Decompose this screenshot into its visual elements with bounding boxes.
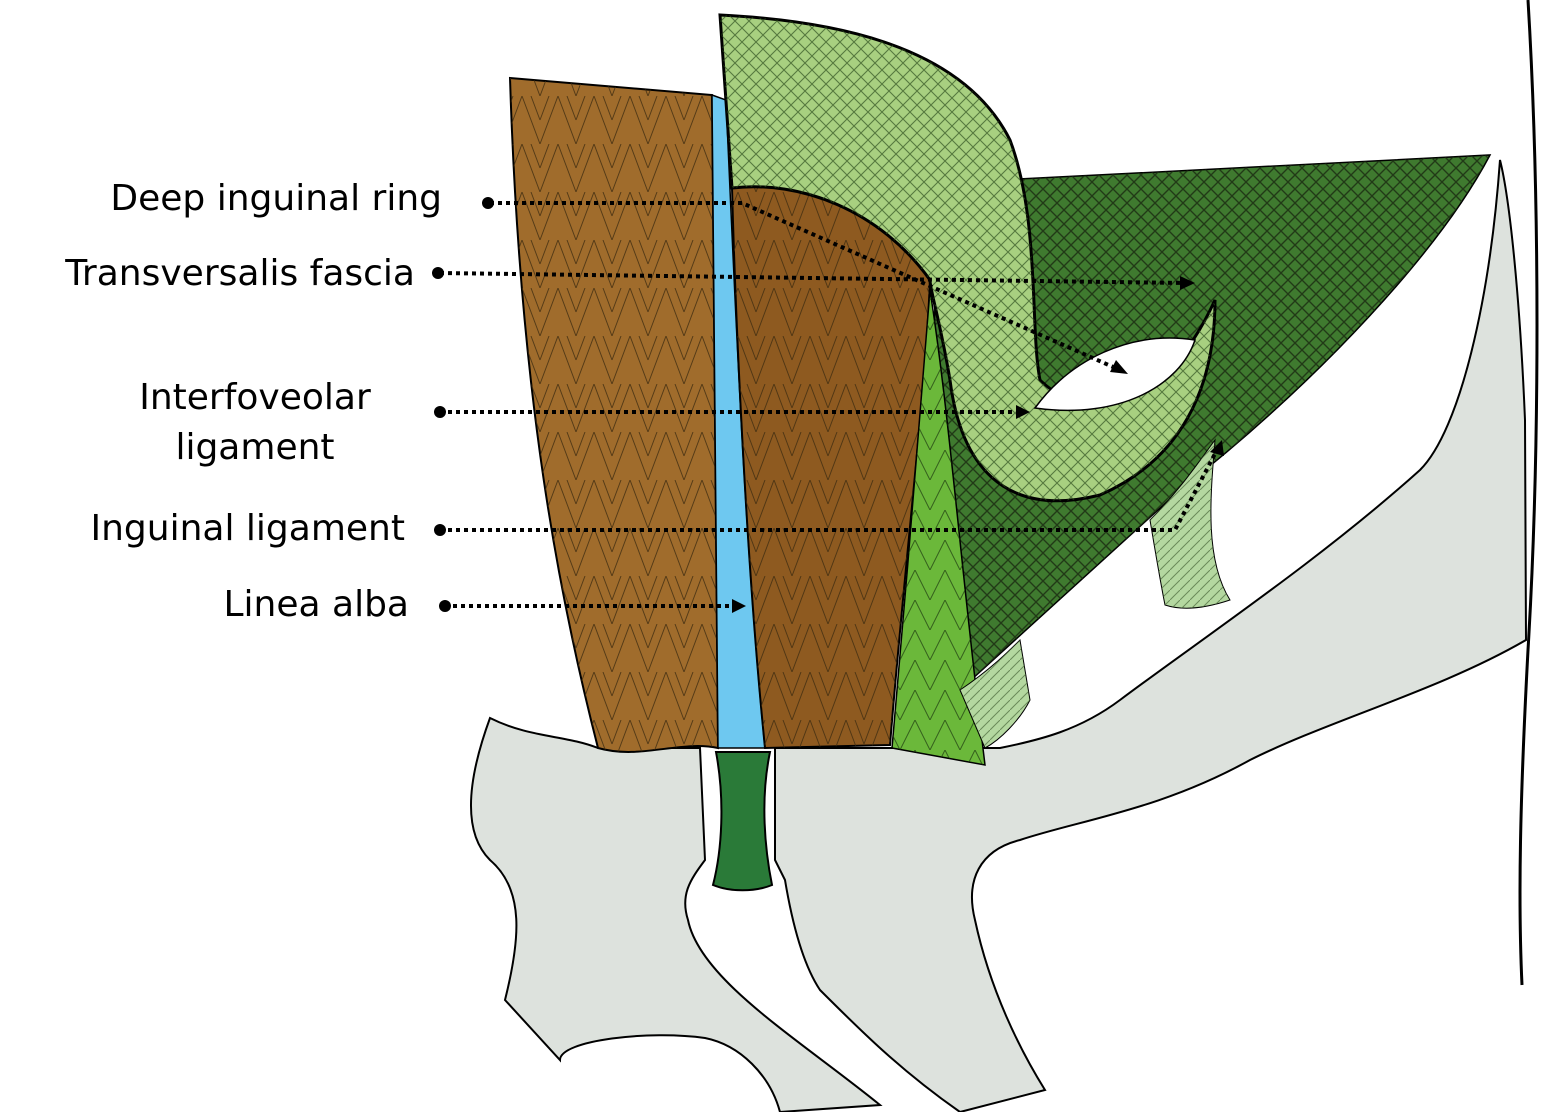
- label-inguinal-ligament: Inguinal ligament: [91, 504, 406, 554]
- dot-inguinal-ligament: [434, 524, 446, 536]
- pubic-symphysis: [713, 752, 772, 890]
- dot-interfoveolar: [434, 406, 446, 418]
- leader-dots: [432, 197, 494, 612]
- label-interfoveolar-ligament: Interfoveolar ligament: [95, 373, 415, 473]
- label-transversalis-fascia: Transversalis fascia: [65, 249, 415, 299]
- dot-linea-alba: [439, 600, 451, 612]
- label-interfoveolar-line1: Interfoveolar: [95, 373, 415, 423]
- rectus-left-hatch: [510, 78, 718, 752]
- label-linea-alba: Linea alba: [223, 580, 409, 630]
- label-deep-inguinal-ring: Deep inguinal ring: [110, 174, 442, 224]
- dot-deep-inguinal-ring: [482, 197, 494, 209]
- label-interfoveolar-line2: ligament: [95, 423, 415, 473]
- dot-transversalis-fascia: [432, 267, 444, 279]
